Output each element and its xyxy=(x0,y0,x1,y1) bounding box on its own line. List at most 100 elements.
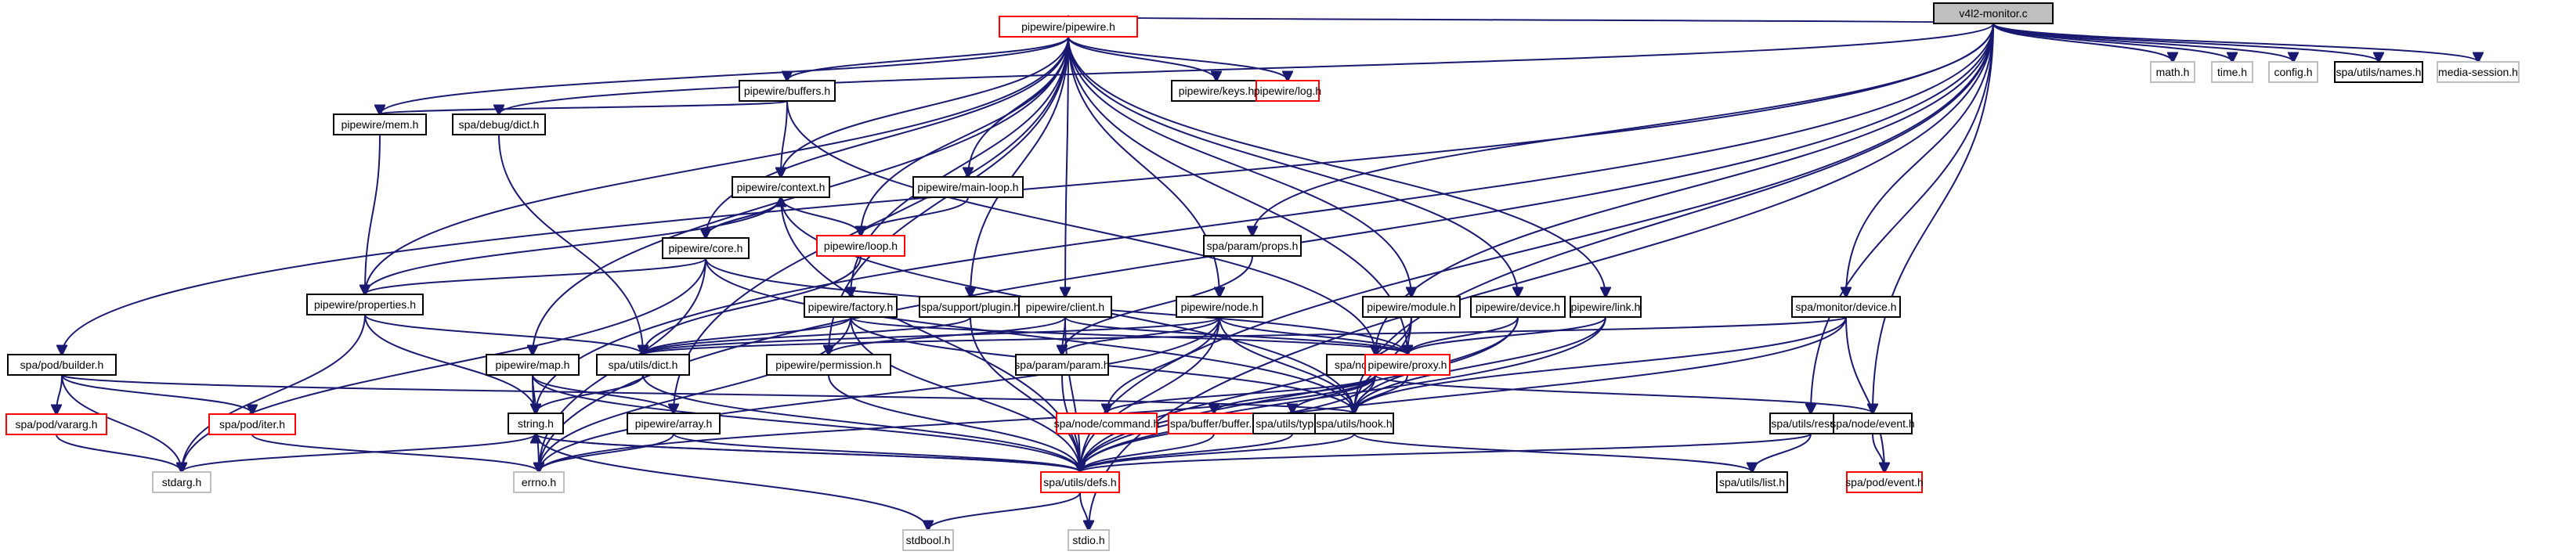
edge-spa-node-node-h-to-errno-h xyxy=(539,374,1376,472)
node-pipewire-log-h[interactable]: pipewire/log.h xyxy=(1254,80,1321,102)
edge-v4l2-monitor-c-to-spa-pod-builder-h xyxy=(62,23,1994,355)
node-pipewire-array-h[interactable]: pipewire/array.h xyxy=(627,413,721,434)
edge-spa-param-props-h-to-spa-param-param-h xyxy=(1062,255,1253,355)
node-spa-node-event-h[interactable]: spa/node/event.h xyxy=(1830,413,1915,434)
node-pipewire-pipewire-h[interactable]: pipewire/pipewire.h xyxy=(999,16,1138,38)
node-spa-pod-iter-h[interactable]: spa/pod/iter.h xyxy=(208,413,296,435)
node-pipewire-buffers-h[interactable]: pipewire/buffers.h xyxy=(739,80,836,102)
node-spa-utils-defs-h[interactable]: spa/utils/defs.h xyxy=(1040,471,1120,493)
edge-pipewire-pipewire-h-to-pipewire-properties-h xyxy=(365,36,1069,294)
node-v4l2-monitor-c[interactable]: v4l2-monitor.c xyxy=(1933,2,2054,24)
node-spa-debug-dict-h[interactable]: spa/debug/dict.h xyxy=(452,114,546,135)
edge-spa-node-event-h-to-spa-pod-event-h xyxy=(1872,433,1884,472)
edge-spa-monitor-device-h-to-spa-utils-dict-h xyxy=(643,316,1847,355)
node-box xyxy=(2334,61,2423,83)
node-spa-utils-names-h[interactable]: spa/utils/names.h xyxy=(2334,61,2423,83)
node-pipewire-map-h[interactable]: pipewire/map.h xyxy=(486,354,580,376)
node-string-h[interactable]: string.h xyxy=(508,413,564,434)
edge-spa-utils-defs-h-to-string-h xyxy=(536,434,1081,473)
node-label: pipewire/core.h xyxy=(669,242,743,254)
edge-pipewire-pipewire-h-to-pipewire-client-h xyxy=(1065,36,1068,297)
edge-pipewire-pipewire-h-to-pipewire-link-h xyxy=(1068,36,1606,297)
node-pipewire-mem-h[interactable]: pipewire/mem.h xyxy=(333,114,427,135)
node-pipewire-loop-h[interactable]: pipewire/loop.h xyxy=(816,235,905,257)
edge-spa-utils-defs-h-to-stdio-h xyxy=(1079,492,1089,530)
edge-v4l2-monitor-c-to-spa-monitor-device-h xyxy=(1846,23,1994,297)
edge-pipewire-factory-h-to-spa-utils-dict-h xyxy=(643,316,851,355)
edge-v4l2-monitor-c-to-spa-utils-hook-h xyxy=(1354,23,1994,413)
node-spa-param-props-h[interactable]: spa/param/props.h xyxy=(1203,235,1302,257)
node-box xyxy=(1570,296,1642,318)
node-pipewire-main-loop-h[interactable]: pipewire/main-loop.h xyxy=(912,176,1024,198)
edge-pipewire-main-loop-h-to-pipewire-loop-h xyxy=(861,196,969,236)
node-pipewire-core-h[interactable]: pipewire/core.h xyxy=(662,237,750,259)
node-box xyxy=(2211,61,2253,83)
node-box xyxy=(1056,413,1158,434)
node-box xyxy=(596,354,690,376)
node-spa-utils-list-h[interactable]: spa/utils/list.h xyxy=(1716,471,1788,493)
edge-v4l2-monitor-c-to-string-h xyxy=(536,23,1994,413)
node-spa-pod-builder-h[interactable]: spa/pod/builder.h xyxy=(7,354,117,376)
node-spa-node-command-h[interactable]: spa/node/command.h xyxy=(1054,413,1160,434)
edge-pipewire-pipewire-h-to-pipewire-core-h xyxy=(706,36,1069,238)
node-label: spa/node/command.h xyxy=(1054,417,1160,430)
node-label: spa/utils/hook.h xyxy=(1316,417,1392,430)
node-label: errno.h xyxy=(522,476,556,488)
node-spa-support-plugin-h[interactable]: spa/support/plugin.h xyxy=(919,296,1022,318)
edge-string-h-to-stdarg-h xyxy=(182,433,537,472)
node-box xyxy=(1176,296,1263,318)
edge-pipewire-buffers-h-to-pipewire-context-h xyxy=(781,100,788,177)
node-pipewire-context-h[interactable]: pipewire/context.h xyxy=(732,176,830,198)
node-spa-buffer-buffer-h[interactable]: spa/buffer/buffer.h xyxy=(1168,413,1260,434)
node-box xyxy=(662,237,750,259)
edge-spa-utils-defs-h-to-stdbool-h xyxy=(928,492,1081,530)
node-pipewire-node-h[interactable]: pipewire/node.h xyxy=(1176,296,1263,318)
node-label: pipewire/loop.h xyxy=(824,240,898,252)
node-spa-utils-hook-h[interactable]: spa/utils/hook.h xyxy=(1314,413,1394,434)
edge-pipewire-array-h-to-errno-h xyxy=(539,433,674,472)
node-label: pipewire/array.h xyxy=(635,417,713,430)
edge-pipewire-node-h-to-spa-utils-dict-h xyxy=(643,316,1220,355)
edge-v4l2-monitor-c-to-pipewire-pipewire-h xyxy=(1068,16,1994,23)
edge-spa-monitor-device-h-to-spa-utils-hook-h xyxy=(1354,316,1847,413)
node-spa-param-param-h[interactable]: spa/param/param.h xyxy=(1014,354,1110,376)
node-pipewire-device-h[interactable]: pipewire/device.h xyxy=(1470,296,1566,318)
node-label: stdbool.h xyxy=(906,534,951,546)
edge-pipewire-buffers-h-to-spa-node-node-h xyxy=(786,100,1375,355)
node-box xyxy=(1791,296,1901,318)
node-spa-pod-event-h[interactable]: spa/pod/event.h xyxy=(1845,471,1924,493)
node-pipewire-module-h[interactable]: pipewire/module.h xyxy=(1362,296,1461,318)
node-box xyxy=(816,235,905,257)
edge-string-h-to-stdbool-h xyxy=(535,433,928,530)
node-pipewire-client-h[interactable]: pipewire/client.h xyxy=(1018,296,1112,318)
node-spa-pod-vararg-h[interactable]: spa/pod/vararg.h xyxy=(5,413,107,435)
edge-pipewire-link-h-to-pipewire-proxy-h xyxy=(1407,316,1606,355)
node-pipewire-permission-h[interactable]: pipewire/permission.h xyxy=(766,354,891,376)
node-pipewire-keys-h[interactable]: pipewire/keys.h xyxy=(1171,80,1262,102)
node-spa-utils-dict-h[interactable]: spa/utils/dict.h xyxy=(596,354,690,376)
node-label: pipewire/proxy.h xyxy=(1368,359,1447,371)
edge-spa-node-node-h-to-spa-buffer-buffer-h xyxy=(1214,374,1376,413)
node-box xyxy=(1470,296,1566,318)
node-label: stdarg.h xyxy=(162,476,202,488)
edge-pipewire-pipewire-h-to-pipewire-log-h xyxy=(1068,36,1288,81)
edge-pipewire-mem-h-to-pipewire-properties-h xyxy=(365,134,381,294)
node-pipewire-properties-h[interactable]: pipewire/properties.h xyxy=(306,294,424,315)
node-box xyxy=(1364,354,1451,376)
edge-pipewire-pipewire-h-to-pipewire-keys-h xyxy=(1068,36,1216,81)
node-label: config.h xyxy=(2274,66,2312,78)
node-pipewire-link-h[interactable]: pipewire/link.h xyxy=(1570,296,1642,318)
node-box xyxy=(1040,471,1120,493)
node-spa-monitor-device-h[interactable]: spa/monitor/device.h xyxy=(1791,296,1901,318)
node-label: media-session.h xyxy=(2438,66,2518,78)
node-box xyxy=(7,354,117,376)
node-box xyxy=(912,176,1024,198)
node-label: pipewire/node.h xyxy=(1181,301,1259,313)
node-label: v4l2-monitor.c xyxy=(1959,7,2027,20)
node-pipewire-factory-h[interactable]: pipewire/factory.h xyxy=(804,296,898,318)
node-label: pipewire/pipewire.h xyxy=(1021,20,1115,33)
node-pipewire-proxy-h[interactable]: pipewire/proxy.h xyxy=(1364,354,1451,376)
node-label: stdio.h xyxy=(1072,534,1104,546)
edge-pipewire-node-h-to-spa-utils-hook-h xyxy=(1219,316,1354,413)
